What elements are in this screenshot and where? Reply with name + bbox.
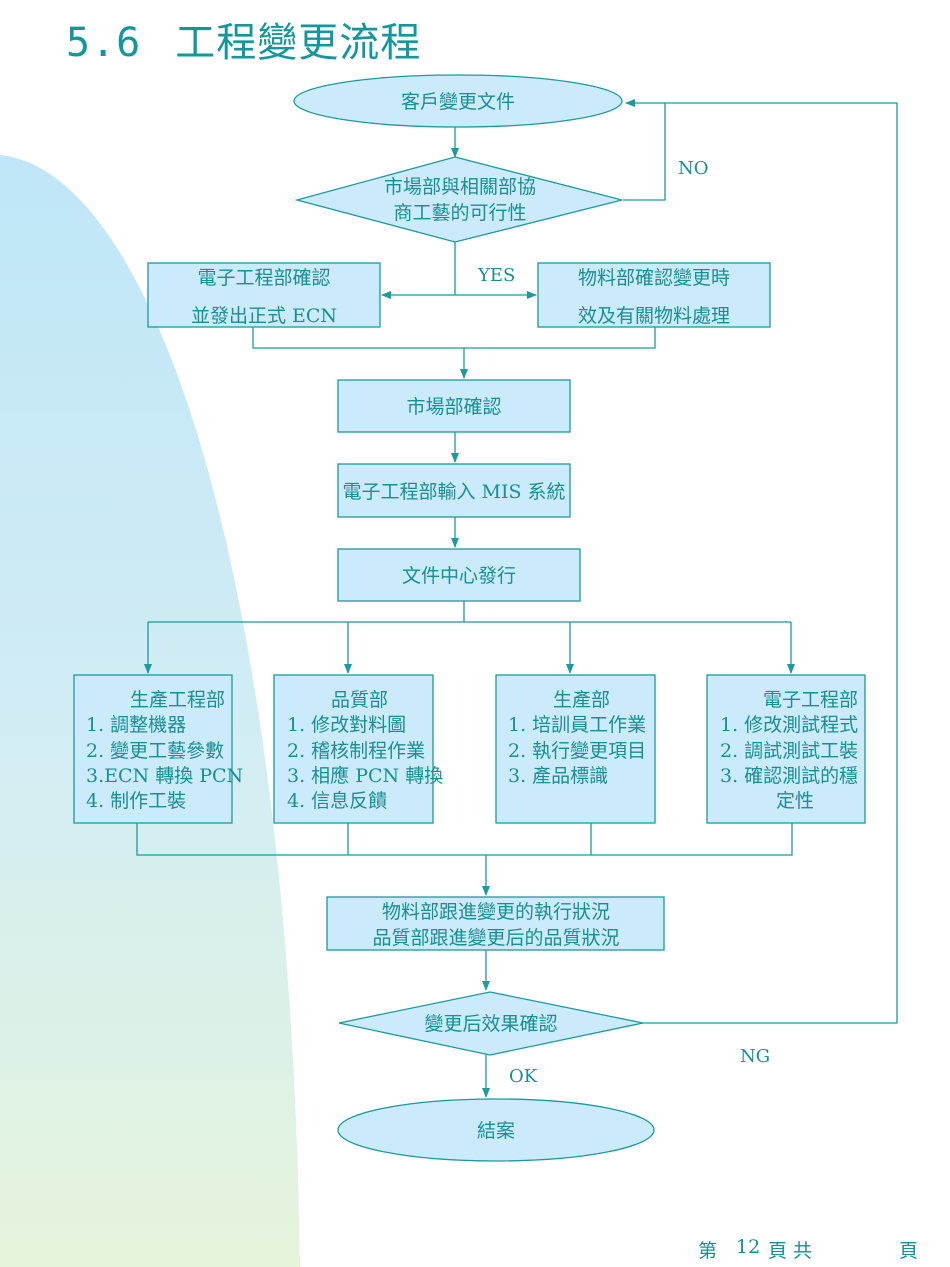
node-dept-quality-box <box>273 674 434 824</box>
edge-label-no: NO <box>678 158 709 179</box>
edge-merge-confirms <box>252 327 656 349</box>
dept-quality-item-2: 2. 稽核制程作業 <box>287 740 425 762</box>
node-follow-up-label-1: 物料部跟進變更的執行狀況 <box>382 901 610 923</box>
node-end-ellipse <box>337 1098 655 1162</box>
node-start-ellipse <box>293 74 623 128</box>
dept-electronic-item-1: 1. 修改測試程式 <box>720 714 858 736</box>
dept-production-title: 生產部 <box>553 689 610 711</box>
dept-quality-title: 品質部 <box>331 689 388 711</box>
node-follow-up-label-2: 品質部跟進變更后的品質狀況 <box>372 927 619 949</box>
edge-label-ok: OK <box>509 1066 538 1087</box>
node-mis-input-box <box>337 463 571 518</box>
node-dept-production-box <box>495 674 656 824</box>
node-eng-confirm-label-2: 並發出正式 ECN <box>191 305 337 327</box>
dept-electronic-title: 電子工程部 <box>763 689 858 711</box>
node-doc-release-label: 文件中心發行 <box>402 565 516 587</box>
node-eng-confirm-label-1: 電子工程部確認 <box>197 267 330 289</box>
dept-production-item-3: 3. 產品標識 <box>508 765 608 787</box>
page-title: 5.6 工程變更流程 <box>66 10 421 68</box>
footer-suffix: 頁 <box>899 1240 919 1262</box>
section-number: 5.6 <box>66 20 142 66</box>
dept-production-item-2: 2. 執行變更項目 <box>508 740 646 762</box>
dept-prod-eng-item-2: 2. 變更工藝參數 <box>86 740 224 762</box>
dept-electronic-item-3: 3. 確認測試的穩 <box>720 765 858 787</box>
node-market-confirm-box <box>337 379 571 433</box>
node-mis-input-label: 電子工程部輸入 MIS 系統 <box>342 481 565 503</box>
footer-mid: 頁 共 <box>768 1240 813 1262</box>
node-dept-prod-eng-box <box>73 674 233 824</box>
dept-prod-eng-item-3: 3.ECN 轉換 PCN <box>86 765 243 787</box>
node-doc-release-box <box>337 548 581 602</box>
node-effect-confirm-diamond <box>338 991 644 1056</box>
footer-prefix: 第 <box>698 1240 718 1262</box>
node-material-confirm-label-2: 效及有關物料處理 <box>578 305 730 327</box>
node-eng-confirm-box <box>147 262 381 328</box>
node-negotiate-label-1: 市場部與相關部協 <box>384 176 536 198</box>
node-negotiate-diamond <box>294 156 623 243</box>
dept-prod-eng-title: 生產工程部 <box>130 689 225 711</box>
node-follow-up-box <box>326 896 665 951</box>
edge-ng-loop <box>643 102 898 1024</box>
edge-merge-depts <box>136 823 793 856</box>
node-negotiate-label-2: 商工藝的可行性 <box>393 202 526 224</box>
node-market-confirm-label: 市場部確認 <box>406 396 501 418</box>
footer-page-number: 12 <box>736 1236 761 1258</box>
dept-quality-item-4: 4. 信息反饋 <box>287 790 387 812</box>
title-text: 工程變更流程 <box>175 20 422 66</box>
dept-quality-item-3: 3. 相應 PCN 轉換 <box>287 764 443 787</box>
dept-electronic-item-4: 定性 <box>776 790 814 812</box>
dept-electronic-item-2: 2. 調試測試工裝 <box>720 740 858 762</box>
dept-prod-eng-item-4: 4. 制作工裝 <box>86 790 186 812</box>
node-dept-electronic-box <box>706 674 866 824</box>
node-end-label: 結案 <box>477 1120 515 1142</box>
edge-label-ng: NG <box>740 1046 770 1067</box>
dept-prod-eng-item-1: 1. 調整機器 <box>86 714 186 736</box>
edge-label-yes: YES <box>477 265 515 286</box>
node-material-confirm-box <box>537 262 771 328</box>
dept-production-item-1: 1. 培訓員工作業 <box>508 714 646 736</box>
edge-no-loop <box>623 99 666 201</box>
node-material-confirm-label-1: 物料部確認變更時 <box>578 267 730 289</box>
node-start-label: 客戶變更文件 <box>401 91 515 113</box>
node-effect-confirm-label: 變更后效果確認 <box>424 1013 557 1035</box>
dept-quality-item-1: 1. 修改對料圖 <box>287 714 406 736</box>
